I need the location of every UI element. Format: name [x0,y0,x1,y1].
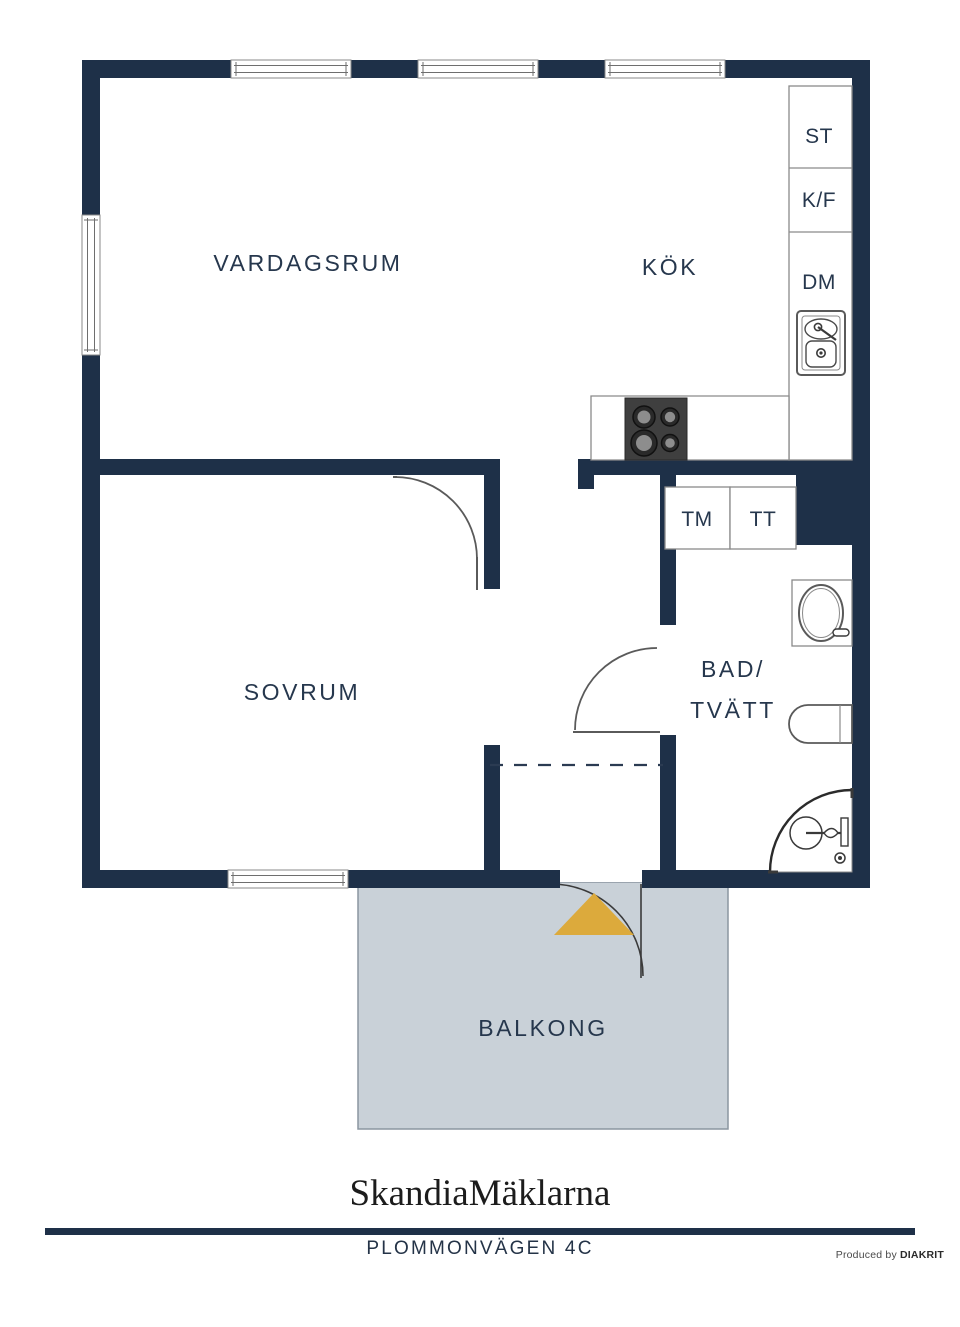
room-label-sovrum: SOVRUM [244,679,361,705]
producer-credit-brand: DIAKRIT [900,1249,944,1261]
interior-walls [82,459,870,888]
appliance-label-dm: DM [802,271,836,294]
room-label-bad-tvatt-line2: TVÄTT [690,697,776,723]
room-label-balkong: BALKONG [478,1015,607,1041]
property-address: PLOMMONVÄGEN 4C [366,1238,594,1259]
window-living-room-north-1 [230,59,352,79]
floor-plan-drawing: VARDAGSRUM KÖK SOVRUM BALKONG BAD/ TVÄTT… [81,59,870,1130]
balcony-area [357,881,729,1130]
toilet-icon [788,704,853,744]
stove-icon [624,397,688,461]
bedroom-door-swing [393,476,478,590]
laundry-appliance-boxes [664,486,797,550]
entry-direction-marker [554,893,634,935]
bathroom-door-swing [573,647,660,733]
shower-icon [768,788,854,874]
appliance-label-kf: K/F [802,189,836,212]
room-label-vardagsrum: VARDAGSRUM [213,250,402,276]
producer-credit: Produced by DIAKRIT [836,1249,944,1261]
producer-credit-prefix: Produced by [835,1249,901,1261]
balcony-door-swing [550,883,644,978]
appliance-label-tt: TT [750,508,777,531]
window-living-room-west [81,214,101,356]
window-bedroom-south [227,869,349,889]
window-kitchen-north-1 [417,59,539,79]
kitchen-sink-icon [796,310,846,376]
kitchen-cabinet-column [788,85,853,461]
window-kitchen-north-2 [604,59,726,79]
kitchen-counter-run [590,395,790,461]
washbasin-icon [791,579,853,647]
brand-logo-text: SkandiaMäklarna [349,1173,611,1214]
footer: SkandiaMäklarna PLOMMONVÄGEN 4C Produced… [0,1160,960,1327]
room-label-bad-tvatt-line1: BAD/ [701,656,765,682]
room-label-kok: KÖK [642,254,698,280]
appliance-label-tm: TM [681,508,712,531]
footer-divider [45,1228,915,1235]
appliance-label-st: ST [805,125,833,148]
